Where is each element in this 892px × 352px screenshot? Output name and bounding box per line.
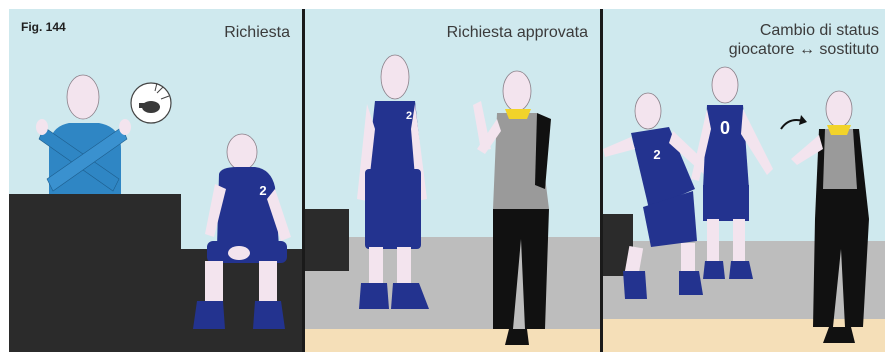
caption-status-change: Cambio di status giocatore ↔ sostituto bbox=[729, 21, 879, 59]
jersey-number-entering: 2 bbox=[406, 110, 412, 122]
scorer-table bbox=[305, 209, 349, 271]
caption-approved: Richiesta approvata bbox=[447, 23, 588, 42]
whistle-icon bbox=[131, 83, 171, 123]
table-official bbox=[36, 75, 131, 194]
panel-status-change-illustration: 2 0 bbox=[603, 9, 885, 352]
caption-status-line1: Cambio di status bbox=[729, 21, 879, 40]
panel-request-illustration: 2 bbox=[9, 9, 302, 352]
jersey-number-sub: 2 bbox=[259, 183, 266, 198]
scorer-table bbox=[9, 194, 181, 352]
caption-request: Richiesta bbox=[224, 23, 290, 42]
panel-approved-illustration: 2 bbox=[305, 9, 600, 352]
bench bbox=[181, 249, 302, 352]
jersey-number-entering-court: 2 bbox=[653, 147, 660, 162]
figure-label: Fig. 144 bbox=[21, 20, 66, 34]
panel-approved: 2 Richiesta approvata bbox=[305, 9, 600, 352]
curved-arrow-icon bbox=[781, 115, 807, 129]
jersey-number-leaving: 0 bbox=[720, 118, 730, 138]
caption-status-line2: giocatore ↔ sostituto bbox=[729, 40, 879, 59]
panel-request: 2 Fig. 144 Richiesta bbox=[9, 9, 302, 352]
panel-status-change: 2 0 bbox=[603, 9, 885, 352]
